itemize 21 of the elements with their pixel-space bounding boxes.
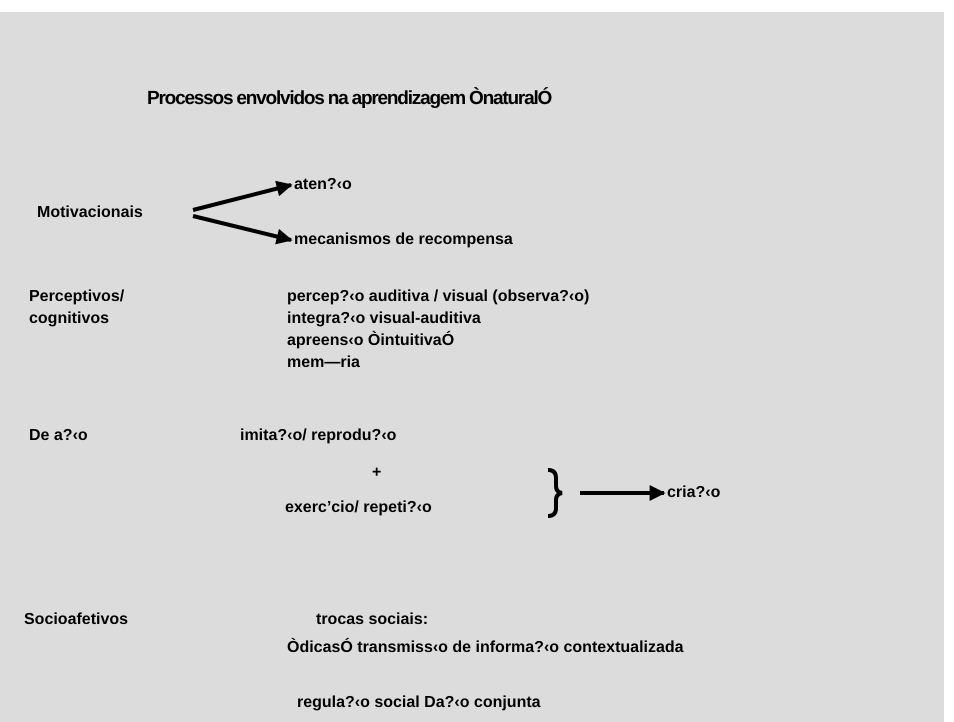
arrow xyxy=(192,180,293,212)
arrow xyxy=(580,485,666,501)
item-text: apreens‹o ÒintuitivaÓ xyxy=(287,330,454,351)
item-text: percep?‹o auditiva / visual (observa?‹o) xyxy=(287,287,590,307)
item-text: exerc’cio/ repeti?‹o xyxy=(285,498,432,518)
item-text: imita?‹o/ reprodu?‹o xyxy=(240,426,396,446)
category-label: Socioafetivos xyxy=(24,610,128,630)
item-text: regula?‹o social Da?‹o conjunta xyxy=(297,693,541,713)
slide-title: Processos envolvidos na aprendizagem ÒnaturalÓ xyxy=(147,88,552,110)
item-text: trocas sociais: xyxy=(316,610,428,630)
item-text: cria?‹o xyxy=(667,482,720,504)
item-text: mem—ria xyxy=(287,353,360,373)
item-text: aten?‹o xyxy=(294,174,352,196)
item-text: ÒdicasÓ transmiss‹o de informa?‹o contextualizada xyxy=(287,637,684,658)
arrow xyxy=(192,214,293,244)
item-text: integra?‹o visual-auditiva xyxy=(287,309,481,329)
item-text: mecanismos de recompensa xyxy=(294,229,513,251)
plus-sign: + xyxy=(372,463,382,483)
category-label: De a?‹o xyxy=(29,426,88,446)
category-label: Motivacionais xyxy=(37,202,143,224)
category-label: Perceptivos/ cognitivos xyxy=(29,287,126,329)
